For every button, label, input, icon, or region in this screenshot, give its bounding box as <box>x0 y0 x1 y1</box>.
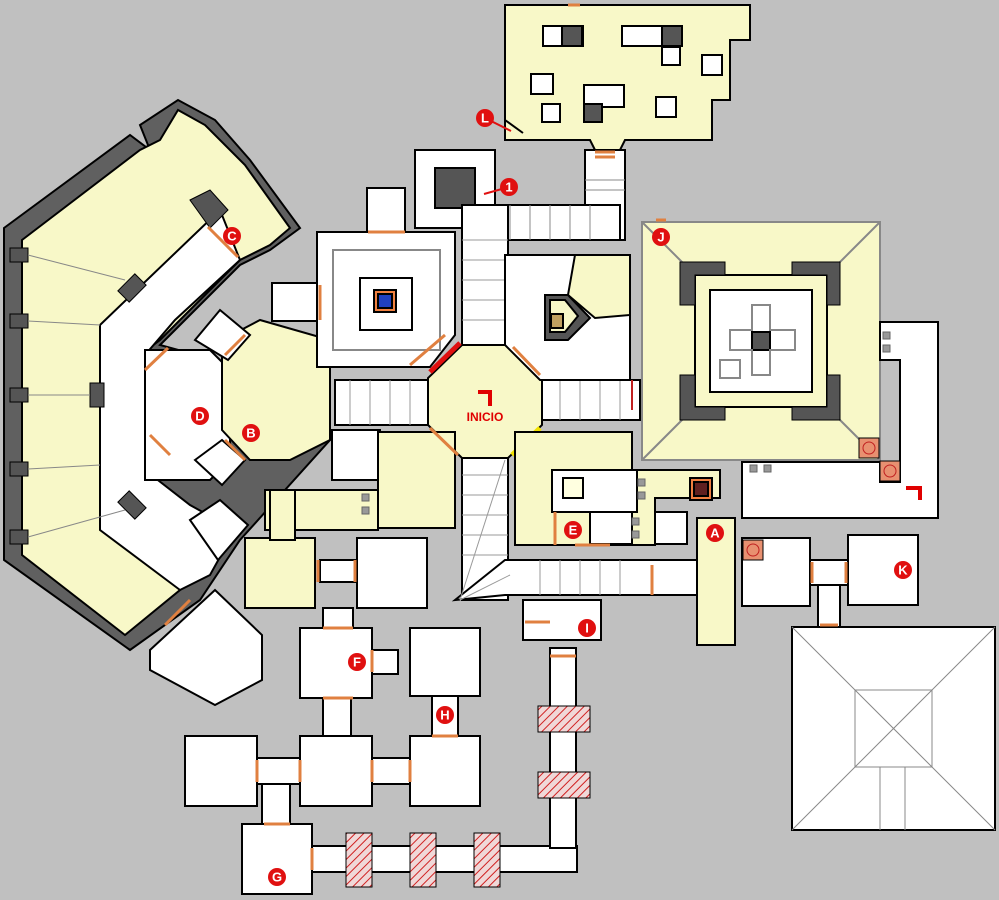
map-markers: A B C D E F G H I J K L 1 <box>191 109 912 886</box>
east-room-pillars <box>679 261 841 421</box>
map-marker-icon <box>894 561 912 579</box>
start-arrow-icon <box>478 390 492 406</box>
map-marker-icon <box>564 521 582 539</box>
map-marker-icon <box>578 619 596 637</box>
map-marker-a: A <box>706 524 724 542</box>
room-e-area <box>514 431 736 646</box>
hazard-blocks <box>345 705 591 888</box>
central-stair-lines <box>349 239 621 601</box>
map-marker-b: B <box>242 424 260 442</box>
north-stairs <box>509 179 625 240</box>
map-marker-f: F <box>348 653 366 671</box>
map-marker-icon <box>223 227 241 245</box>
central-corridors <box>334 204 721 602</box>
map-marker-e: E <box>564 521 582 539</box>
northwest-hall <box>271 187 456 368</box>
map-marker-label: E <box>569 523 578 538</box>
start-label: INICIO <box>467 410 504 424</box>
map-marker-icon <box>500 178 518 196</box>
west-arena-rays <box>27 254 126 538</box>
teleporter-icon <box>742 437 901 561</box>
map-marker-label: F <box>353 655 361 670</box>
exit-arrow-icon <box>906 486 922 500</box>
northeast-stair-room <box>504 254 631 381</box>
map-marker-g: G <box>268 868 286 886</box>
map-marker-label: L <box>481 111 489 126</box>
switch-icon <box>361 331 891 539</box>
map-marker-label: D <box>195 409 204 424</box>
map-marker-j: J <box>652 228 670 246</box>
map-marker-label: H <box>440 708 449 723</box>
map-marker-label: A <box>710 526 720 541</box>
map-marker-h: H <box>436 706 454 724</box>
map-marker-label: 1 <box>505 180 512 195</box>
east-big-room <box>641 221 881 461</box>
map-marker-1: 1 <box>483 178 518 196</box>
map-marker-c: C <box>223 227 241 245</box>
map-marker-label: B <box>246 426 255 441</box>
map-marker-label: K <box>898 563 908 578</box>
map-marker-label: I <box>585 621 589 636</box>
map-marker-label: G <box>272 870 282 885</box>
map-marker-icon <box>706 524 724 542</box>
north-room <box>504 4 751 151</box>
map-marker-l: L <box>476 109 512 132</box>
map-marker-icon <box>652 228 670 246</box>
map-marker-icon <box>476 109 494 127</box>
doors <box>143 3 848 870</box>
southeast-hall <box>791 626 996 831</box>
south-rooms <box>184 599 602 895</box>
map-marker-k: K <box>894 561 912 579</box>
west-connector-rooms <box>244 429 456 609</box>
map-marker-label: J <box>657 230 664 245</box>
map-marker-icon <box>242 424 260 442</box>
map-marker-icon <box>268 868 286 886</box>
map-marker-icon <box>348 653 366 671</box>
map-marker-i: I <box>578 619 596 637</box>
map-marker-d: D <box>191 407 209 425</box>
west-arena-pillars <box>9 189 229 545</box>
map-marker-label: C <box>227 229 237 244</box>
north-corridor <box>414 149 626 241</box>
map-marker-icon <box>191 407 209 425</box>
map-marker-icon <box>436 706 454 724</box>
